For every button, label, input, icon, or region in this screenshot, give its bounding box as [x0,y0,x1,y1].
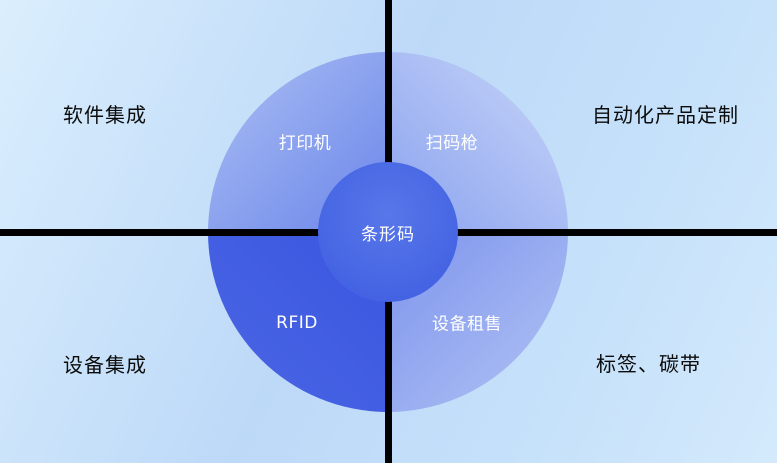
center-circle: 条形码 [318,162,458,302]
segment-label-scanner: 扫码枪 [425,133,479,154]
segment-label-printer: 打印机 [278,133,332,154]
center-label-barcode: 条形码 [361,224,415,245]
segmented-circle [208,52,568,412]
corner-label-labels-ribbons: 标签、碳带 [596,352,701,376]
segment-label-rfid: RFID [276,313,318,333]
corner-label-automation-customization: 自动化产品定制 [592,103,739,127]
corner-label-software-integration: 软件集成 [63,103,147,127]
segment-label-equipment-rental: 设备租售 [432,314,502,335]
corner-label-equipment-integration: 设备集成 [63,353,147,377]
